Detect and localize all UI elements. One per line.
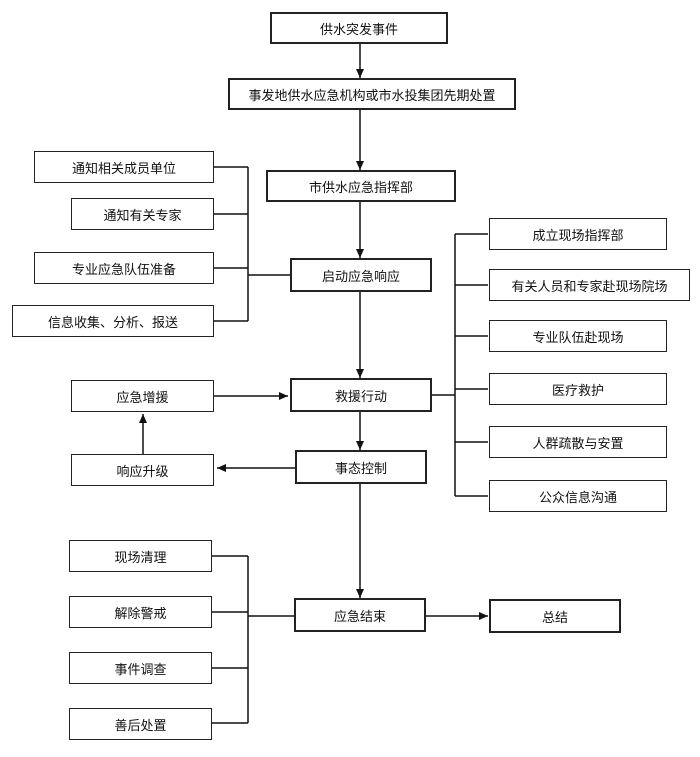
close-site-cleanup: 现场清理 <box>69 540 212 572</box>
action-evacuation: 人群疏散与安置 <box>489 426 667 458</box>
action-team-to-site: 专业队伍赴现场 <box>489 320 667 352</box>
node-initial: 事发地供水应急机构或市水投集团先期处置 <box>228 78 516 110</box>
prep-team-ready: 专业应急队伍准备 <box>34 252 214 284</box>
close-aftermath: 善后处置 <box>69 708 212 740</box>
node-start: 启动应急响应 <box>290 258 432 292</box>
node-end: 应急结束 <box>294 598 426 632</box>
action-medical: 医疗救护 <box>489 373 667 405</box>
node-event: 供水突发事件 <box>270 12 448 44</box>
action-experts-to-site: 有关人员和专家赴现场院场 <box>489 269 690 301</box>
prep-notify-experts: 通知有关专家 <box>71 198 214 230</box>
action-field-hq: 成立现场指挥部 <box>489 218 667 250</box>
node-control: 事态控制 <box>295 450 427 484</box>
close-lift-alert: 解除警戒 <box>69 596 212 628</box>
node-command: 市供水应急指挥部 <box>266 170 456 202</box>
prep-notify-members: 通知相关成员单位 <box>34 151 214 183</box>
node-summary: 总结 <box>489 599 621 633</box>
close-investigation: 事件调查 <box>69 652 212 684</box>
action-public-info: 公众信息沟通 <box>489 480 667 512</box>
node-reinforce: 应急增援 <box>71 380 214 412</box>
node-upgrade: 响应升级 <box>71 454 214 486</box>
prep-info-report: 信息收集、分析、报送 <box>12 305 214 337</box>
node-rescue: 救援行动 <box>290 378 432 412</box>
